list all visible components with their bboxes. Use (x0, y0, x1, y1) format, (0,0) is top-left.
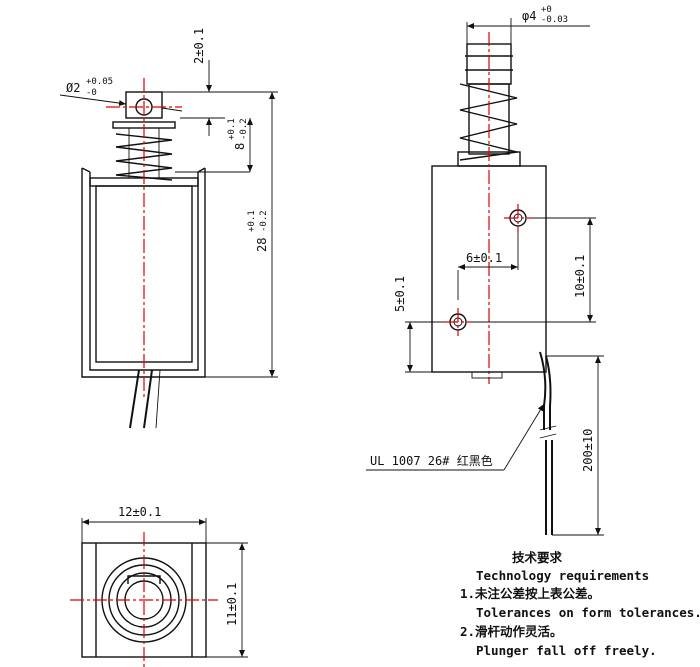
wire-label: UL 1007 26# 红黑色 (370, 453, 493, 468)
technical-requirements: 技术要求 Technology requirements 1.未注公差按上表公差… (460, 550, 700, 658)
svg-text:-0.03: -0.03 (541, 15, 568, 25)
requirement-1-en: Tolerances on form tolerances. (476, 605, 700, 620)
bottom-view: 12±0.1 11±0.1 (70, 505, 248, 667)
front-view: 2±0.1 8 +0.1 -0.2 28 +0.1 -0.2 Ø2 +0.05 … (59, 28, 278, 429)
dim-hole-10: 10±0.1 (573, 255, 587, 298)
requirements-title-en: Technology requirements (476, 568, 649, 583)
dim-28: 28 (255, 238, 269, 252)
requirement-1-cn: 1.未注公差按上表公差。 (460, 586, 600, 601)
lead-wire (129, 369, 140, 429)
svg-text:-0: -0 (86, 88, 97, 98)
svg-text:+0.1: +0.1 (227, 118, 237, 140)
side-lead-wire (545, 355, 553, 535)
requirements-title-cn: 技术要求 (512, 550, 563, 565)
dim-stroke-top: 2±0.1 (192, 28, 206, 64)
requirement-2-cn: 2.滑杆动作灵活。 (460, 624, 563, 639)
dim-top-dia: φ4 (522, 9, 536, 23)
requirement-2-en: Plunger fall off freely. (476, 643, 657, 658)
dim-lead-200: 200±10 (581, 429, 595, 472)
dim-8: 8 (233, 143, 247, 150)
side-view: φ4 +0 -0.03 6±0.1 5±0.1 10±0.1 200±10 UL… (366, 5, 604, 536)
dim-width-12: 12±0.1 (118, 505, 161, 519)
svg-text:+0: +0 (541, 5, 552, 15)
svg-text:+0.05: +0.05 (86, 77, 113, 87)
svg-text:-0.2: -0.2 (239, 118, 249, 140)
dim-hole-6: 6±0.1 (466, 251, 502, 265)
svg-text:+0.1: +0.1 (247, 210, 257, 232)
dim-plunger-dia: Ø2 (66, 81, 80, 95)
dim-hole-5: 5±0.1 (393, 276, 407, 312)
dim-height-11: 11±0.1 (225, 583, 239, 626)
svg-text:-0.2: -0.2 (259, 210, 269, 232)
